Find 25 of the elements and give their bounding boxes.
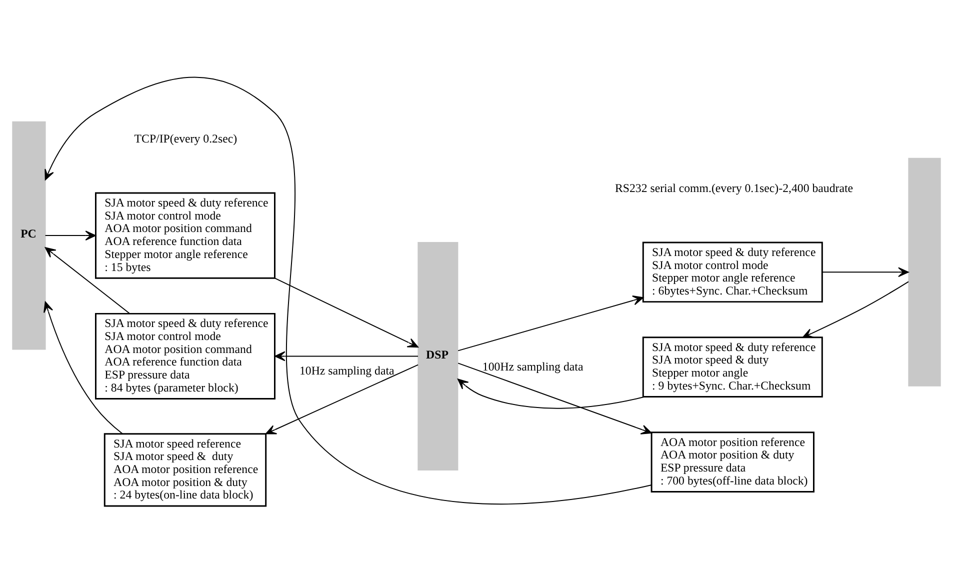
- arrow: [44, 247, 130, 314]
- edge-label: 10Hz sampling data: [299, 364, 394, 378]
- node-box: SJA motor speed & duty reference SJA motor control mode Stepper motor angle reference : 6bytes+Sync. Char.+Checksum: [642, 242, 823, 303]
- node-box: AOA motor position reference AOA motor position & duty ESP pressure data : 700 bytes(off-line data block): [650, 432, 814, 492]
- arrow: [458, 362, 652, 434]
- arrow: [822, 267, 909, 278]
- node-bar: [908, 158, 941, 386]
- arrow: [44, 301, 123, 434]
- arrow: [457, 378, 646, 409]
- node-box: SJA motor speed & duty reference SJA motor speed & duty Stepper motor angle : 9 bytes+Sync. Char.+Checksum: [642, 336, 823, 398]
- node-box: SJA motor speed reference SJA motor speed & duty AOA motor position reference AOA motor position & duty : 24 bytes(on-line data block): [104, 433, 267, 507]
- node-box: SJA motor speed & duty reference SJA motor control mode AOA motor position command AOA reference function data ESP pressure data : 84 bytes (parameter block): [95, 312, 276, 400]
- node-box: SJA motor speed & duty reference SJA motor control mode AOA motor position command AOA reference function data Stepper motor angle reference : 15 bytes: [95, 192, 276, 279]
- arrow: [274, 278, 418, 348]
- arrow: [802, 281, 909, 338]
- edge-label: 100Hz sampling data: [482, 360, 584, 374]
- arrow: [458, 296, 644, 352]
- arrow: [44, 230, 96, 240]
- arrow: [44, 76, 652, 505]
- arrow: [265, 364, 419, 434]
- node-box: PC: [12, 121, 46, 350]
- arrow: [274, 351, 418, 362]
- node-box: DSP: [418, 242, 458, 470]
- label: TCP/IP(every 0.2sec): [134, 132, 238, 146]
- label: RS232 serial comm.(every 0.1sec)-2,400 baudrate: [614, 181, 854, 196]
